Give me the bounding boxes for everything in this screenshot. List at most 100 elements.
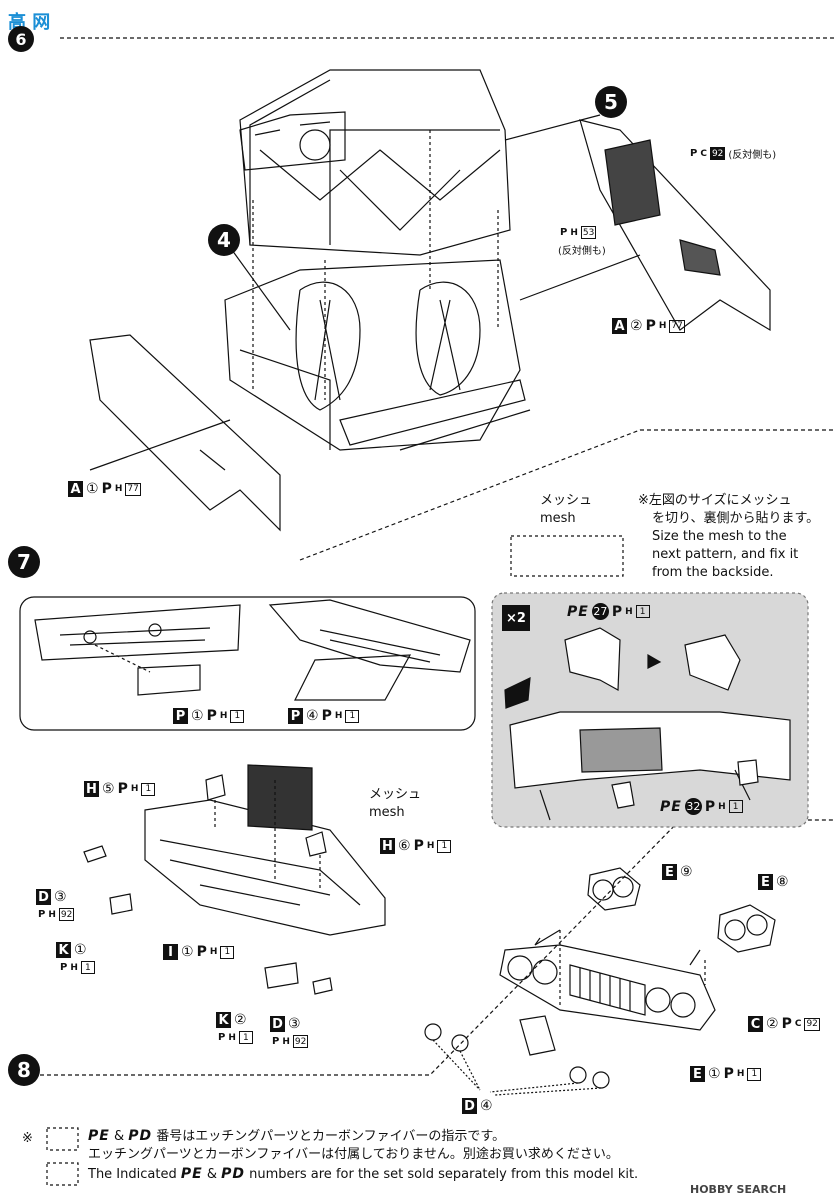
ph-sub: C (794, 1019, 802, 1029)
footer-line-3: The Indicated PE & PD numbers are for th… (88, 1166, 638, 1183)
part-number: ① (708, 1066, 721, 1082)
part-letter: A (68, 481, 83, 497)
pe-mark: PE (180, 1166, 203, 1182)
part-letter: D (270, 1016, 285, 1032)
ph-sub: H (736, 1069, 745, 1079)
sheet-number: 1 (230, 709, 245, 723)
ph-sub: H (130, 784, 139, 794)
part-number: ① (181, 944, 194, 960)
ampersand: & (206, 1167, 217, 1182)
ph-sub: H (282, 1036, 290, 1047)
sheet-number: 92 (292, 1035, 309, 1048)
mesh-instruction-jp-2: を切り、裏側から貼ります。 (652, 511, 820, 526)
part-number: ⑨ (680, 864, 693, 880)
part-label-d3-right: D ③ (270, 1016, 301, 1032)
part-number: 27 (591, 603, 609, 620)
part-label-k2: K ② (216, 1012, 247, 1028)
sheet-number: 92 (58, 908, 75, 921)
part-letter: K (216, 1012, 231, 1028)
mesh-instruction-jp-1: ※左図のサイズにメッシュ (638, 493, 792, 508)
footer-line-3-post: numbers are for the set sold separately … (249, 1167, 639, 1182)
pe-mark: PE (567, 603, 589, 620)
ph-mark: P (321, 708, 332, 724)
ph-sub: H (114, 484, 123, 494)
part-label-d3-left: D ③ (36, 889, 67, 905)
part-letter: P (173, 708, 188, 724)
ph-mark: P (272, 1036, 280, 1047)
part-label-k1: K ① (56, 942, 87, 958)
part-letter: A (612, 318, 627, 334)
part-letter: E (662, 864, 677, 880)
ph-sub: H (426, 841, 435, 851)
ph-sub: H (718, 801, 726, 812)
ph-mark: P (60, 962, 68, 973)
sheet-number: 1 (635, 605, 650, 618)
sheet-number: 1 (80, 961, 95, 974)
ph-mark: P (704, 798, 716, 815)
footer-line-1-text: 番号はエッチングパーツとカーボンファイバーの指示です。 (156, 1129, 506, 1144)
part-number: ④ (480, 1098, 493, 1114)
part-number: ⑥ (398, 838, 411, 854)
brand-watermark: HOBBY SEARCH (690, 1183, 787, 1196)
sheet-number: 1 (437, 839, 452, 853)
ph-mark: P (611, 603, 623, 620)
mesh-label-jp: メッシュ (369, 787, 422, 802)
ph-mark: P (38, 909, 46, 920)
part-number: ③ (54, 889, 67, 905)
pd-mark: PD (221, 1166, 245, 1182)
mesh-title-en: mesh (540, 511, 576, 526)
part-number: ② (234, 1012, 247, 1028)
ph-sub: H (209, 947, 218, 957)
ph-sub: H (570, 227, 578, 238)
ph-sub: H (219, 711, 228, 721)
pd-mark: PD (128, 1128, 153, 1144)
sheet-number: 1 (728, 800, 743, 813)
part-number: 32 (684, 798, 702, 815)
substep-5-number: 5 (595, 86, 627, 118)
ph-mark: P (723, 1066, 734, 1082)
part-letter: D (462, 1098, 477, 1114)
ph-mark: P (690, 148, 698, 159)
sheet-number: 1 (747, 1067, 762, 1081)
sheet-number: 77 (125, 482, 141, 496)
part-number: ① (74, 942, 87, 958)
ph-sub: H (658, 321, 667, 331)
ph-sub: H (70, 962, 78, 973)
quantity-x2-badge: ×2 (502, 605, 530, 631)
part-letter: H (380, 838, 395, 854)
sheet-number: 53 (580, 226, 597, 239)
step-8-number: 8 (8, 1054, 40, 1086)
part-letter: E (690, 1066, 705, 1082)
ph-mark: P (196, 944, 207, 960)
sheet-number: 77 (669, 319, 685, 333)
ph-mark: P (101, 481, 112, 497)
mesh-label-en: mesh (369, 805, 405, 820)
ampersand: & (113, 1129, 125, 1144)
part-number: ① (191, 708, 204, 724)
pe-mark: PE (660, 798, 682, 815)
part-label-e9: E ⑨ (662, 864, 693, 880)
part-number: ④ (306, 708, 319, 724)
footer-line-1: PE & PD 番号はエッチングパーツとカーボンファイバーの指示です。 (88, 1128, 505, 1145)
front-bumper-drawing (83, 764, 386, 995)
part-letter: H (84, 781, 99, 797)
footer-line-3-pre: The Indicated (88, 1167, 177, 1182)
ph-mark: P (645, 318, 656, 334)
mesh-instruction-en-3: from the backside. (652, 565, 774, 580)
mesh-instruction-en-2: next pattern, and fix it (652, 547, 799, 562)
sheet-number: 92 (804, 1017, 820, 1031)
sheet-number: 1 (238, 1031, 253, 1044)
